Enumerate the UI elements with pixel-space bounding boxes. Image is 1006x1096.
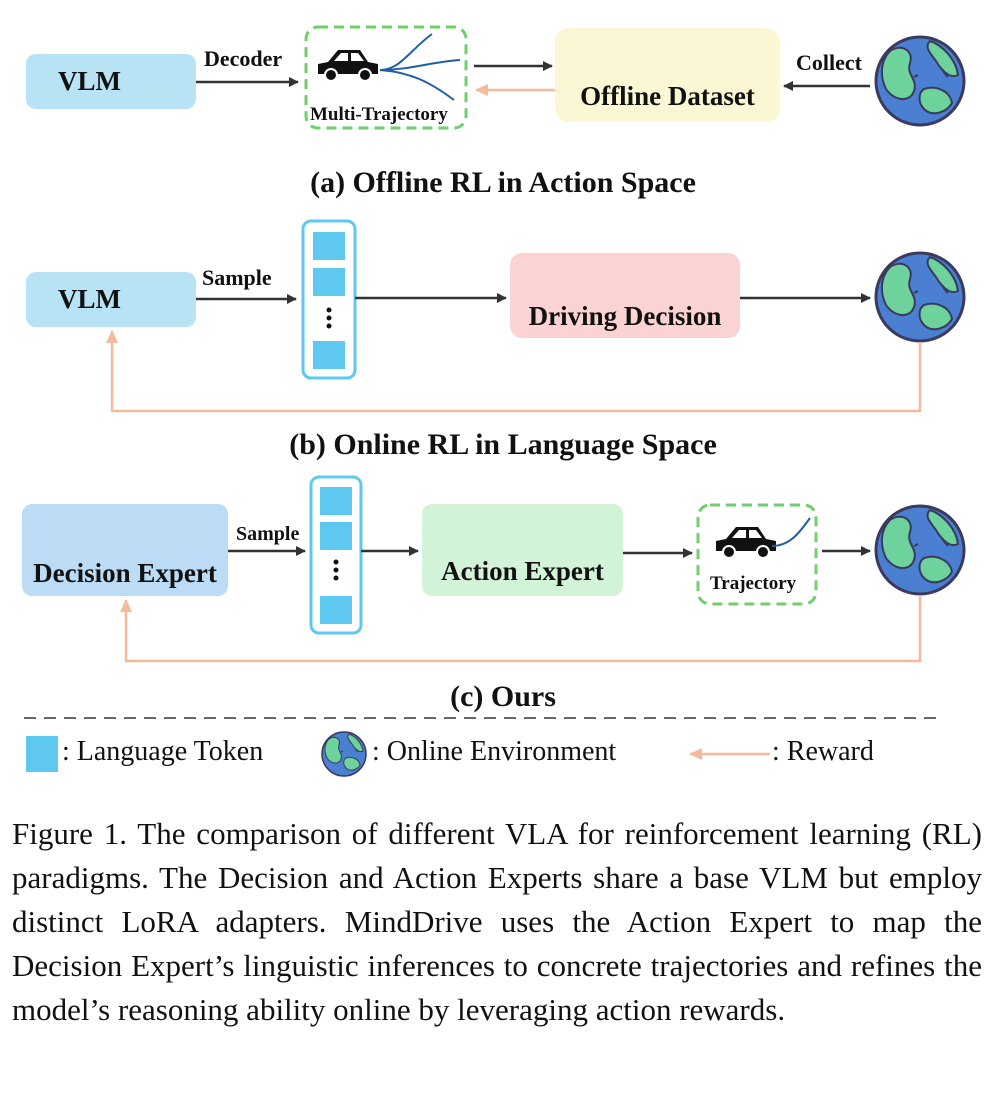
car-icon — [715, 526, 777, 559]
trajectory-label: Trajectory — [710, 573, 797, 594]
collect-label: Collect — [796, 50, 862, 75]
reward-arrow — [106, 330, 922, 413]
vlm-label: VLM — [58, 66, 121, 96]
token-stack — [309, 475, 363, 635]
panel-a-title: (a) Offline RL in Action Space — [310, 166, 696, 199]
trajectory-line — [379, 69, 455, 101]
token — [320, 522, 352, 550]
trajectory-line — [379, 59, 461, 71]
multi-trajectory-label: Multi-Trajectory — [310, 104, 448, 125]
sample-label: Sample — [202, 265, 272, 290]
globe-icon — [874, 35, 966, 127]
panel-b-title: (b) Online RL in Language Space — [289, 428, 717, 461]
token — [320, 596, 352, 624]
multi-trajectory-box — [304, 25, 468, 130]
trajectory-line — [771, 517, 811, 547]
reward-arrow — [120, 595, 922, 663]
token — [313, 341, 345, 369]
figure-caption: Figure 1. The comparison of different VL… — [12, 816, 982, 1027]
action-expert-label: Action Expert — [441, 555, 604, 586]
token — [320, 487, 352, 515]
decision-expert-box: Decision Expert — [22, 504, 228, 596]
legend-online-environment: : Online Environment — [372, 736, 617, 767]
decoder-label: Decoder — [204, 46, 283, 71]
token — [313, 232, 345, 260]
decision-expert-label: Decision Expert — [33, 557, 217, 588]
token — [313, 268, 345, 296]
driving-decision-box: Driving Decision — [510, 253, 740, 338]
globe-icon — [874, 251, 966, 343]
legend-reward: : Reward — [772, 736, 874, 767]
legend-language-token: : Language Token — [62, 736, 264, 767]
offline-dataset-label: Offline Dataset — [580, 80, 755, 111]
action-expert-box: Action Expert — [422, 504, 623, 596]
vlm-box-a: VLM — [26, 54, 196, 109]
offline-dataset-box: Offline Dataset — [555, 28, 780, 122]
vlm-box-b: VLM — [26, 272, 196, 327]
sample-label: Sample — [236, 523, 300, 545]
legend-token-swatch — [26, 736, 58, 772]
panel-c-title: (c) Ours — [450, 680, 556, 713]
car-icon — [317, 49, 379, 82]
driving-decision-label: Driving Decision — [528, 301, 722, 331]
token-stack — [301, 219, 357, 380]
globe-icon — [874, 504, 966, 596]
legend-globe-icon — [321, 731, 367, 777]
trajectory-box — [696, 503, 818, 606]
vlm-label: VLM — [58, 284, 121, 314]
